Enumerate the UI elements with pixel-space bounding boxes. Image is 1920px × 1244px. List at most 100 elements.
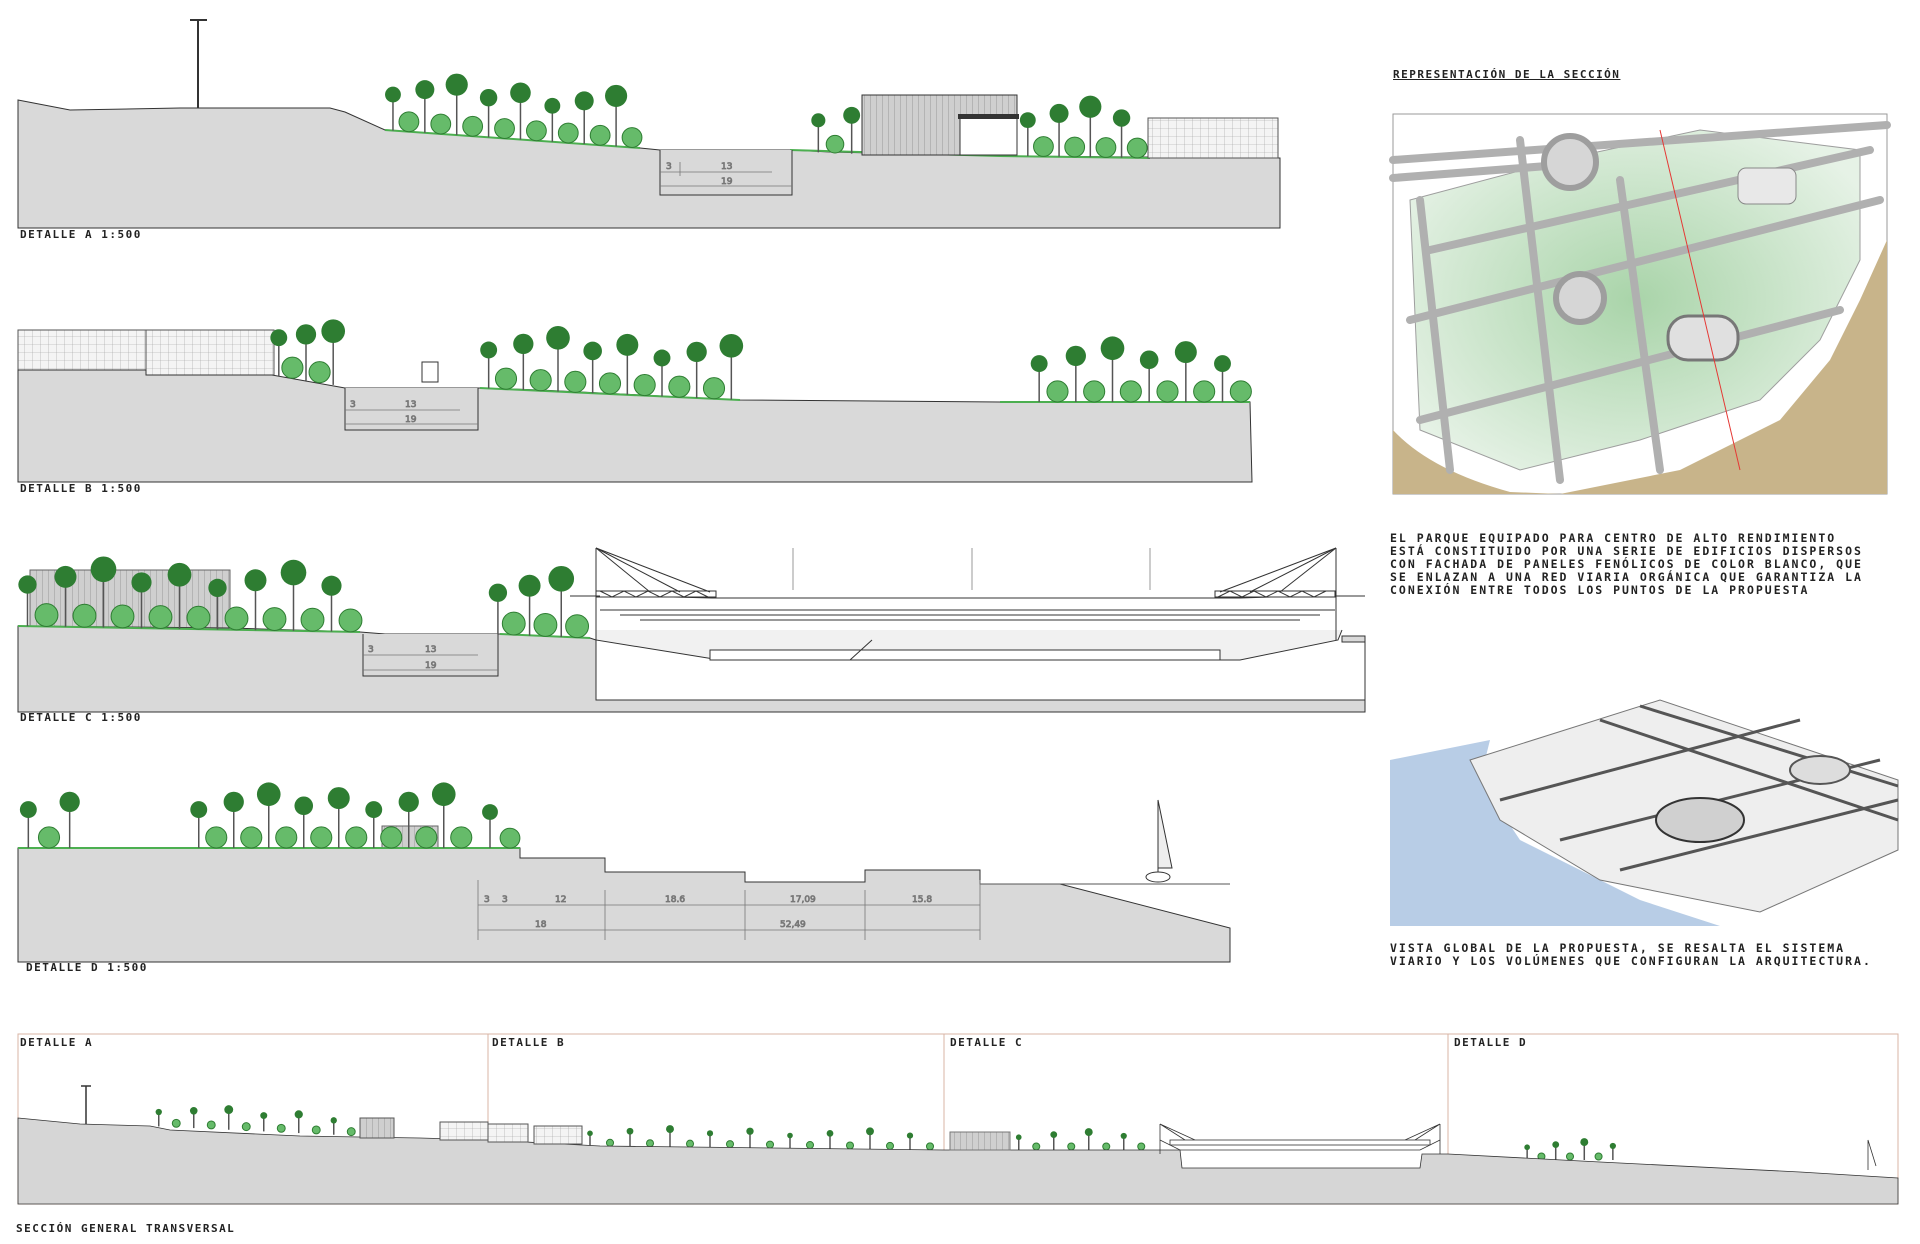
shrub bbox=[564, 370, 587, 393]
palm-tree bbox=[190, 801, 208, 848]
palm-tree bbox=[223, 791, 244, 848]
shrub bbox=[415, 826, 438, 849]
shrub bbox=[605, 1138, 615, 1147]
shrub bbox=[186, 605, 211, 630]
palm-tree bbox=[666, 1125, 674, 1147]
palm-tree bbox=[431, 782, 456, 848]
palm-tree bbox=[546, 326, 570, 392]
dim-c-19: 19 bbox=[425, 661, 437, 671]
shrub bbox=[308, 361, 331, 384]
palm-tree bbox=[826, 1130, 834, 1149]
palm-tree bbox=[1120, 1132, 1127, 1150]
palm-tree bbox=[787, 1132, 793, 1149]
dim-b-3: 3 bbox=[350, 400, 356, 410]
palm-tree bbox=[1100, 336, 1125, 402]
shrub bbox=[148, 605, 173, 629]
section-a-caption: DETALLE A 1:500 bbox=[20, 228, 142, 241]
palm-tree bbox=[479, 89, 498, 138]
shrub bbox=[501, 611, 526, 636]
shrub bbox=[805, 1141, 815, 1150]
general-panel-label-a: DETALLE A bbox=[20, 1036, 94, 1049]
general-panel-label-d: DETALLE D bbox=[1454, 1036, 1528, 1049]
section-representation-title: REPRESENTACIÓN DE LA SECCIÓN bbox=[1393, 68, 1621, 81]
section-b-caption: DETALLE B 1:500 bbox=[20, 482, 142, 495]
park-description-line: EL PARQUE EQUIPADO PARA CENTRO DE ALTO R… bbox=[1390, 531, 1837, 545]
park-description-line: SE ENLAZAN A UNA RED VIARIA ORGÁNICA QUE… bbox=[1390, 570, 1863, 584]
palm-tree bbox=[19, 801, 37, 848]
shrub bbox=[1156, 380, 1179, 403]
palm-tree bbox=[167, 562, 192, 629]
dim-d-15-8: 15.8 bbox=[912, 895, 932, 905]
section-a-road-cut bbox=[659, 150, 793, 196]
palm-tree bbox=[59, 791, 80, 848]
section-c-drawing: 3 13 19 bbox=[17, 547, 1366, 713]
palm-tree bbox=[398, 791, 419, 848]
palm-tree bbox=[1079, 95, 1102, 158]
shrub bbox=[494, 367, 518, 390]
shrub bbox=[281, 356, 304, 379]
shrub bbox=[925, 1142, 935, 1151]
palm-tree bbox=[746, 1127, 754, 1148]
shrub bbox=[885, 1141, 895, 1150]
shrub bbox=[240, 826, 263, 849]
dim-d-12: 12 bbox=[555, 895, 566, 905]
site-plan-stadium bbox=[1666, 314, 1740, 362]
palm-tree bbox=[1214, 355, 1231, 402]
section-c-ground bbox=[17, 625, 1366, 713]
park-description: EL PARQUE EQUIPADO PARA CENTRO DE ALTO R… bbox=[1390, 532, 1910, 597]
shrub bbox=[37, 826, 61, 849]
truck-b bbox=[421, 361, 439, 383]
section-b-road-cut bbox=[344, 388, 479, 431]
shrub bbox=[1032, 1142, 1041, 1151]
shrub bbox=[345, 826, 368, 849]
palm-tree bbox=[18, 575, 37, 627]
palm-tree bbox=[482, 804, 498, 848]
section-a-drawing: 3 13 19 bbox=[17, 19, 1281, 229]
palm-tree bbox=[295, 324, 317, 381]
shrub bbox=[668, 375, 691, 398]
shrub bbox=[589, 124, 611, 146]
shrub bbox=[557, 122, 579, 144]
shrub bbox=[206, 1120, 216, 1130]
sea bbox=[1390, 740, 1720, 926]
palm-tree bbox=[1580, 1138, 1589, 1160]
palm-tree bbox=[1050, 1131, 1058, 1150]
palm-tree bbox=[256, 782, 281, 848]
palm-tree bbox=[327, 787, 350, 848]
palm-tree bbox=[445, 73, 468, 136]
palm-tree bbox=[1139, 350, 1159, 402]
shrub bbox=[526, 120, 547, 142]
shrub bbox=[1102, 1142, 1111, 1151]
shrub bbox=[633, 373, 656, 397]
palm-tree bbox=[1174, 341, 1197, 402]
palm-tree bbox=[385, 86, 401, 131]
palm-tree bbox=[224, 1105, 234, 1130]
sailboat bbox=[1145, 799, 1173, 883]
palm-tree bbox=[208, 578, 227, 630]
palm-tree bbox=[321, 575, 342, 632]
palm-tree bbox=[653, 349, 671, 397]
roundabout-north bbox=[1541, 133, 1599, 191]
palm-tree bbox=[131, 572, 152, 629]
fence-b2 bbox=[145, 329, 275, 376]
palm-tree bbox=[1552, 1141, 1560, 1160]
shrub bbox=[310, 826, 333, 849]
general-section-ground bbox=[17, 1117, 1899, 1205]
shrub bbox=[598, 372, 622, 395]
palm-tree bbox=[260, 1112, 268, 1132]
section-c-caption: DETALLE C 1:500 bbox=[20, 711, 142, 724]
shrub bbox=[338, 608, 363, 633]
vegetation bbox=[18, 73, 1616, 1161]
palm-tree bbox=[843, 106, 861, 154]
palm-tree bbox=[574, 91, 594, 145]
shrub bbox=[1565, 1152, 1575, 1161]
global-3d-view bbox=[1390, 699, 1899, 926]
section-a-dimensions: 3 13 19 bbox=[660, 162, 792, 187]
palm-tree bbox=[321, 319, 346, 385]
shrub bbox=[1095, 137, 1117, 158]
park-description-line: CON FACHADA DE PANELES FENÓLICOS DE COLO… bbox=[1390, 557, 1863, 571]
palm-tree bbox=[583, 341, 602, 394]
palm-tree bbox=[605, 84, 628, 147]
shrub bbox=[845, 1141, 855, 1150]
shrub bbox=[311, 1125, 321, 1135]
